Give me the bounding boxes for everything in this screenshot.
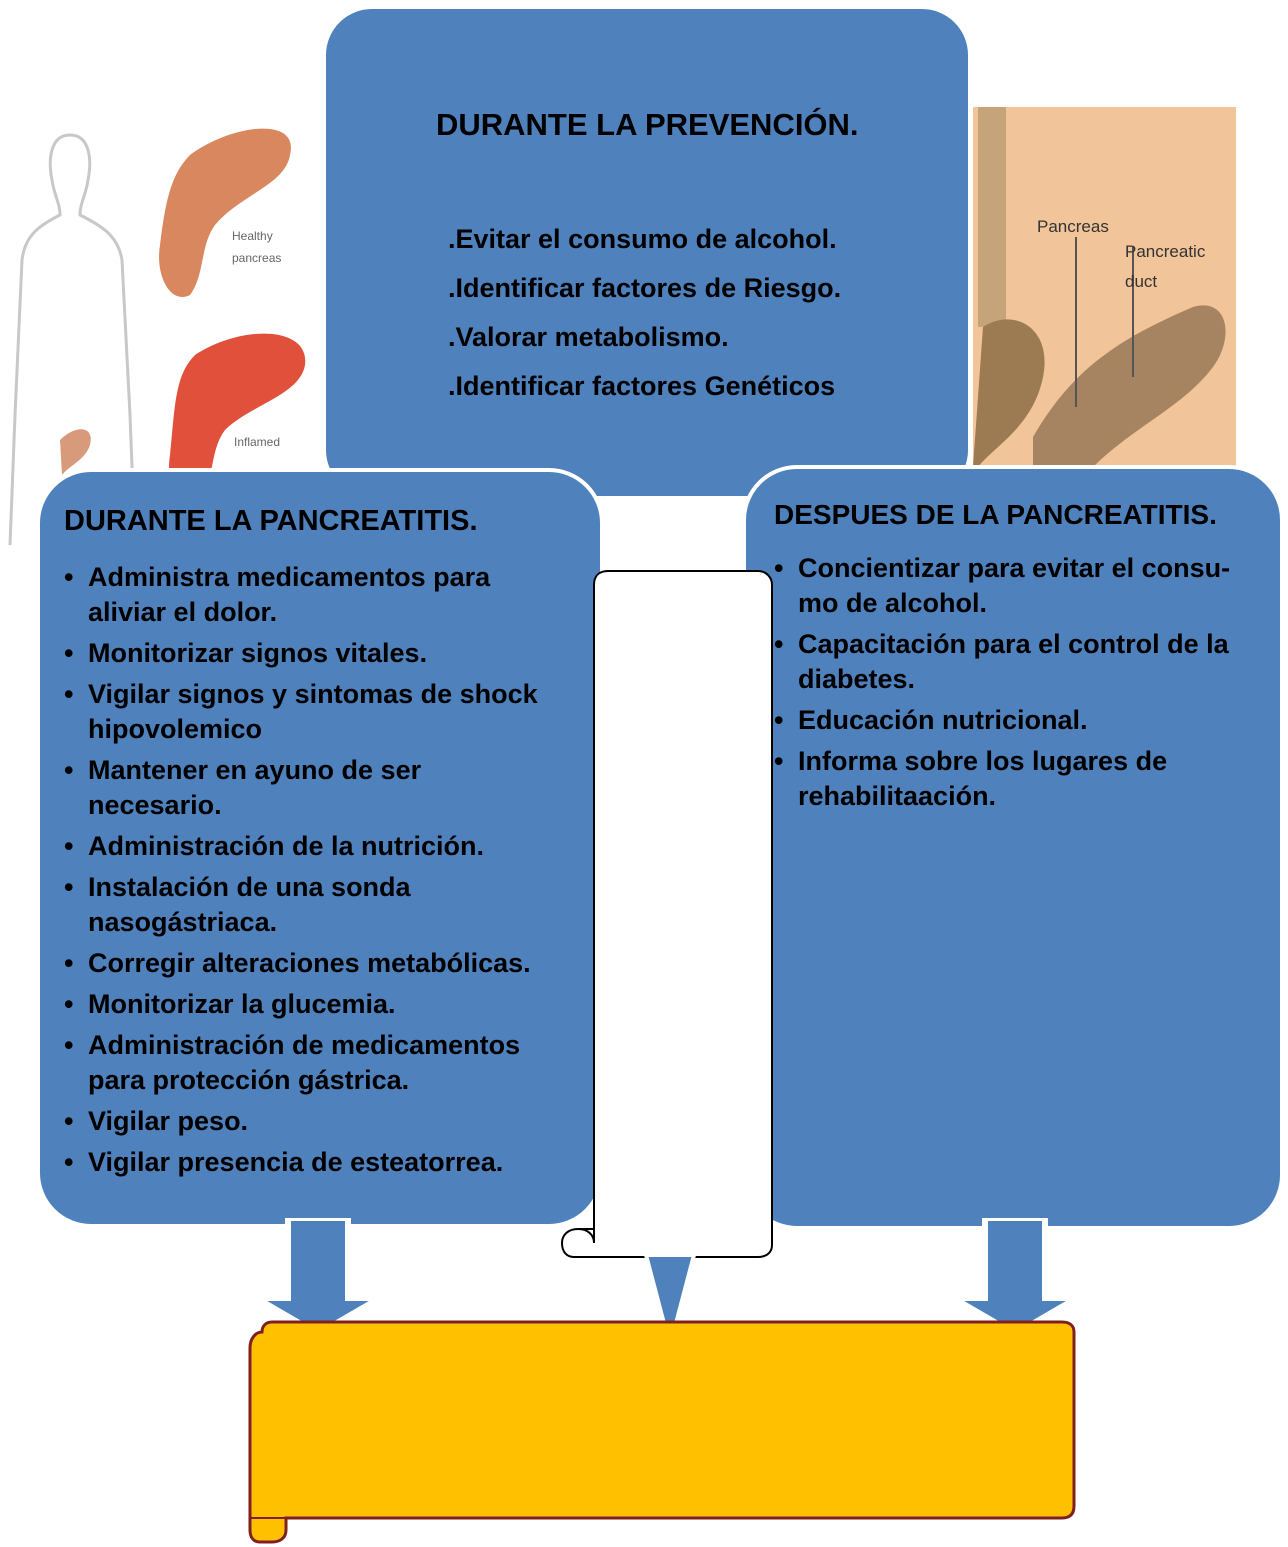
center-scroll-shape — [560, 570, 773, 1258]
durante-pancreatitis-box: DURANTE LA PANCREATITIS. Administra medi… — [36, 468, 604, 1228]
despues-list: Concientizar para evitar el consu-mo de … — [774, 551, 1254, 820]
result-box — [248, 1320, 1076, 1544]
prevencion-item: .Identificar factores de Riesgo. — [448, 273, 842, 303]
durante-item: Administra medicamentos para aliviar el … — [40, 560, 560, 630]
durante-item: Corregir alteraciones metabólicas. — [40, 946, 560, 981]
durante-item: Instalación de una sonda nasogástriaca. — [40, 870, 560, 940]
prevencion-item: .Identificar factores Genéticos — [448, 371, 836, 401]
prevencion-box: DURANTE LA PREVENCIÓN. .Evitar el consum… — [322, 5, 972, 500]
durante-item: Vigilar signos y sintomas de shock hipov… — [40, 677, 560, 747]
despues-item: Informa sobre los lugares de rehabilitaa… — [774, 744, 1254, 814]
durante-item: Vigilar peso. — [40, 1104, 560, 1139]
despues-item: Capacitación para el control de la diabe… — [774, 627, 1254, 697]
durante-list: Administra medicamentos para aliviar el … — [40, 560, 560, 1186]
prevencion-item: .Valorar metabolismo. — [448, 322, 729, 352]
despues-pancreatitis-box: DESPUES DE LA PANCREATITIS. Concientizar… — [742, 465, 1284, 1230]
durante-item: Monitorizar la glucemia. — [40, 987, 560, 1022]
durante-item: Administración de la nutrición. — [40, 829, 560, 864]
pancreas-anatomy-drawing-icon — [973, 107, 1236, 467]
despues-item: Educación nutricional. — [774, 703, 1254, 738]
despues-title: DESPUES DE LA PANCREATITIS. — [774, 499, 1217, 530]
durante-item: Vigilar presencia de esteatorrea. — [40, 1145, 560, 1180]
durante-title: DURANTE LA PANCREATITIS. — [64, 505, 478, 537]
pancreas-label: Pancreas — [1037, 217, 1109, 236]
durante-item: Mantener en ayuno de ser necesario. — [40, 753, 560, 823]
prevencion-list: .Evitar el consumo de alcohol. .Identifi… — [448, 222, 948, 418]
prevencion-item: .Evitar el consumo de alcohol. — [448, 224, 837, 254]
despues-item: Concientizar para evitar el consu-mo de … — [774, 551, 1254, 621]
right-pancreas-image: Pancreas Pancreatic duct — [973, 107, 1236, 467]
inflamed-label: Inflamed — [234, 435, 281, 449]
durante-item: Monitorizar signos vitales. — [40, 636, 560, 671]
right-down-arrow-icon — [945, 1218, 1085, 1338]
durante-item: Administración de medicamentos para prot… — [40, 1028, 560, 1098]
healthy-pancreas-label: Healthy pancreas — [232, 229, 282, 265]
pancreatic-duct-label: Pancreatic duct — [1125, 242, 1206, 291]
left-down-arrow-icon — [248, 1218, 388, 1338]
prevencion-title: DURANTE LA PREVENCIÓN. — [436, 107, 859, 142]
